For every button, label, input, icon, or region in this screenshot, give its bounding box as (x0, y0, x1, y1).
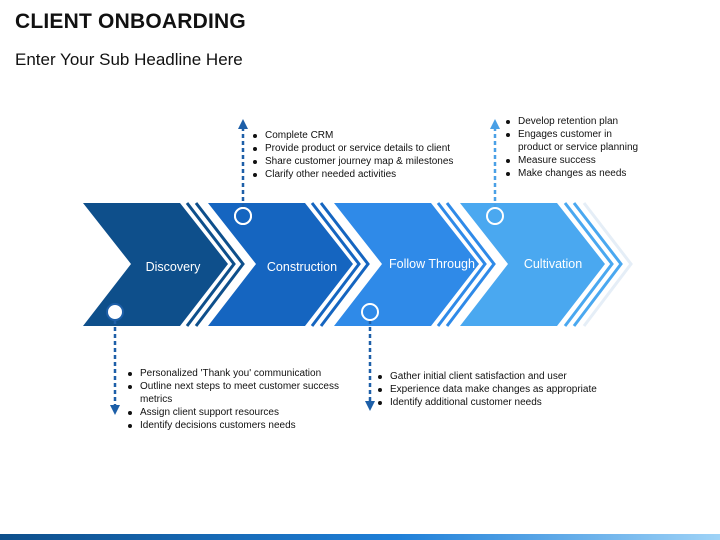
bullet-item: Measure success (504, 154, 644, 167)
bullet-item: Provide product or service details to cl… (251, 142, 481, 155)
page-title: CLIENT ONBOARDING (15, 10, 246, 33)
bullet-item: Outline next steps to meet customer succ… (126, 380, 366, 406)
stage-cultivation-outline-chevron-2 (572, 202, 623, 327)
stage-construction (208, 119, 370, 327)
stage-cultivation-chevron (460, 203, 605, 326)
stage-follow-through-outline-chevron-2 (445, 202, 496, 327)
stage-discovery-outline-chevron (185, 202, 236, 327)
page-subtitle: Enter Your Sub Headline Here (15, 50, 243, 69)
stage-construction-outline-chevron (310, 202, 361, 327)
stage-construction-label: Construction (266, 260, 338, 274)
stage-discovery (83, 202, 245, 415)
stage-discovery-chevron (83, 203, 228, 326)
bullet-item: Identify decisions customers needs (126, 419, 366, 432)
stage-discovery-node (106, 303, 124, 321)
bullet-item: Assign client support resources (126, 406, 366, 419)
stage-discovery-bullets: Personalized 'Thank you' communication O… (126, 367, 366, 432)
bullet-item: Personalized 'Thank you' communication (126, 367, 366, 380)
stage-follow-through-chevron (334, 203, 479, 326)
bullet-item: Gather initial client satisfaction and u… (376, 370, 616, 383)
stage-follow-through (334, 202, 496, 411)
stage-construction-bullets: Complete CRM Provide product or service … (251, 129, 481, 181)
stage-discovery-label: Discovery (145, 260, 201, 274)
bullet-item: Complete CRM (251, 129, 481, 142)
stage-discovery-outline-chevron-2 (194, 202, 245, 327)
stage-cultivation-label: Cultivation (523, 257, 583, 271)
stage-construction-outline-chevron-2 (319, 202, 370, 327)
stage-cultivation-bullets: Develop retention plan Engages customer … (504, 115, 644, 180)
bullet-item: Experience data make changes as appropri… (376, 383, 616, 396)
stage-cultivation-node (486, 207, 504, 225)
bullet-item: Make changes as needs (504, 167, 644, 180)
bullet-item: Share customer journey map & milestones (251, 155, 481, 168)
bullet-item: Clarify other needed activities (251, 168, 481, 181)
bullet-item: Identify additional customer needs (376, 396, 616, 409)
bullet-item: Develop retention plan (504, 115, 644, 128)
stage-cultivation (460, 119, 633, 327)
stage-cultivation-outline-chevron (563, 202, 614, 327)
stage-construction-chevron (208, 203, 353, 326)
stage-follow-through-outline-chevron (436, 202, 487, 327)
bullet-item: Engages customer in product or service p… (504, 128, 644, 154)
stage-follow-through-label: Follow Through (389, 257, 475, 271)
stage-follow-through-node (361, 303, 379, 321)
stage-follow-through-bullets: Gather initial client satisfaction and u… (376, 370, 616, 409)
stage-construction-node-ring (234, 207, 252, 225)
stage-cultivation-outline-chevron-3 (582, 202, 633, 327)
footer-bar (0, 534, 720, 540)
